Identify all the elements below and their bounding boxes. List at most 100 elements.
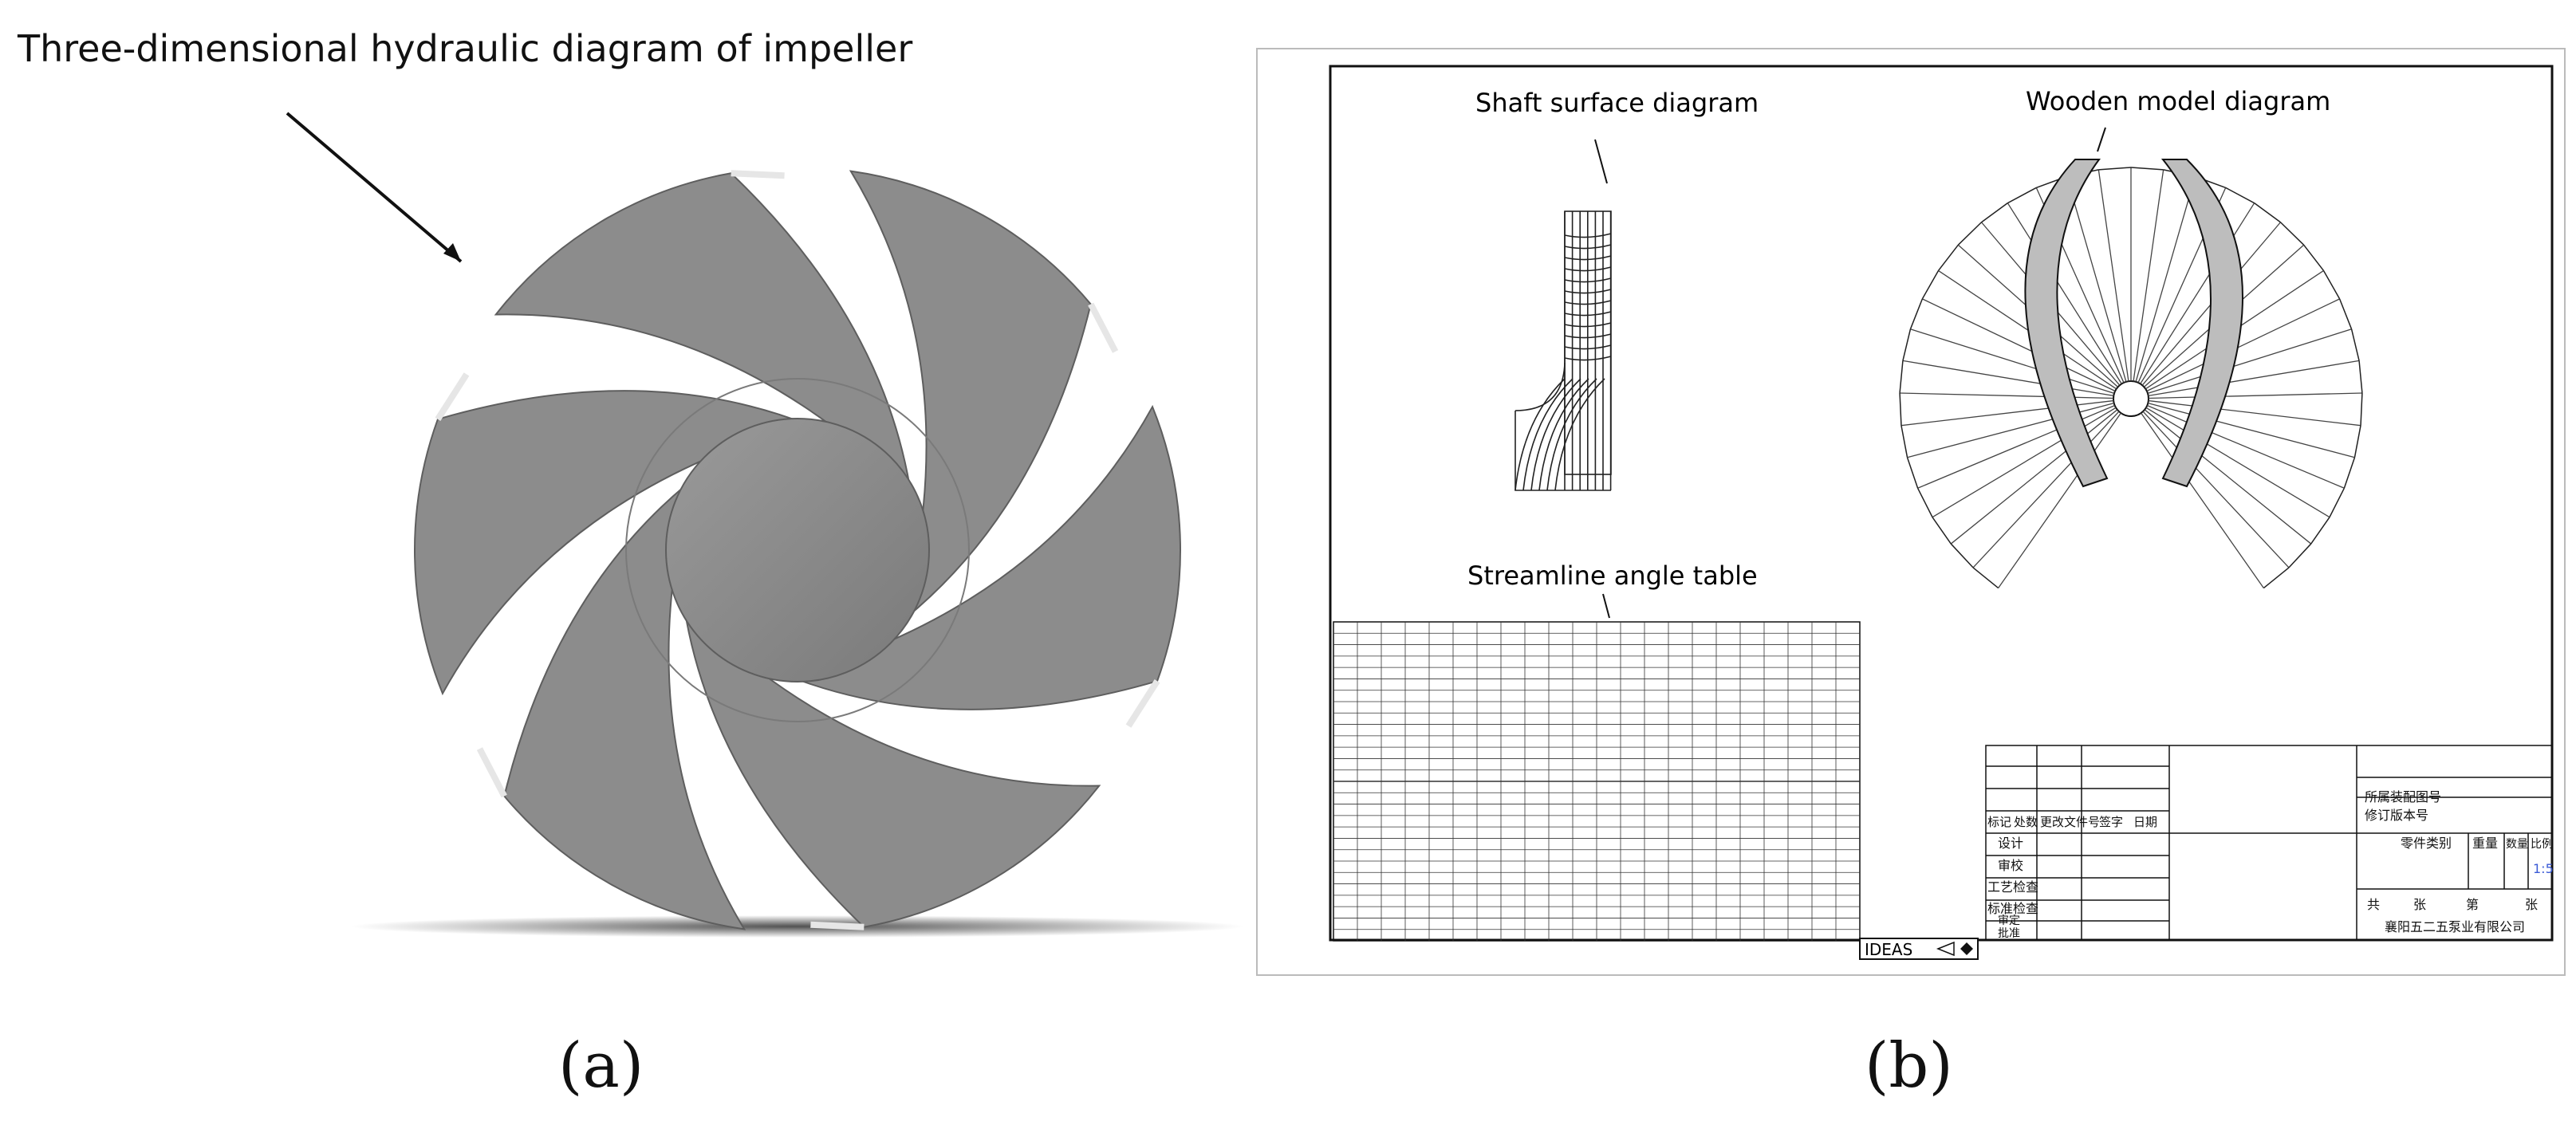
- model-radial-line: [2148, 399, 2361, 427]
- sheet-no: 第: [2466, 897, 2479, 912]
- shaft-section-line: [1564, 289, 1612, 294]
- model-radial-line: [2135, 176, 2196, 383]
- model-outline-segment: [1950, 543, 1974, 568]
- model-outline-segment: [2288, 543, 2312, 568]
- impeller-blade-edge: [731, 170, 785, 179]
- model-radial-line: [2141, 412, 2264, 588]
- model-radial-line: [2147, 328, 2352, 395]
- model-outline-segment: [1981, 203, 2008, 223]
- model-radial-line: [2145, 407, 2330, 518]
- svg-text:IDEAS: IDEAS: [1865, 940, 1912, 959]
- model-radial-line: [2148, 360, 2360, 397]
- rev-header-mark: 标记: [1987, 815, 2011, 829]
- impeller-blade: [756, 404, 1181, 710]
- wooden-model-diagram: [1899, 159, 2363, 589]
- impeller-blade: [679, 570, 1101, 928]
- model-outline-segment: [2098, 167, 2132, 171]
- model-radial-line: [1998, 412, 2121, 588]
- title-block: [1985, 745, 2553, 941]
- model-outline-segment: [2225, 187, 2255, 204]
- part-category: 零件类别: [2401, 836, 2452, 851]
- impeller-blades: [414, 170, 1181, 930]
- model-outline-segment: [1921, 270, 1940, 300]
- shaft-meridian-curve: [1554, 378, 1605, 491]
- model-outline-segment: [2310, 517, 2330, 545]
- shaft-meridian-curve: [1538, 378, 1589, 491]
- model-outline-segment: [1972, 567, 1999, 589]
- shaft-meridian-curve: [1514, 378, 1566, 491]
- wooden-title-leader: [2097, 127, 2106, 152]
- model-outline-segment: [2130, 167, 2164, 171]
- quantity-label: 数量: [2506, 838, 2528, 851]
- model-outline-segment: [2360, 392, 2363, 426]
- impeller-hub: [665, 418, 930, 682]
- impeller-shadow: [351, 915, 1244, 938]
- sheet-outer-border: [1256, 48, 2566, 976]
- model-hub-circle: [2113, 380, 2149, 417]
- model-radial-line: [2148, 402, 2355, 458]
- model-outline-segment: [1906, 457, 1919, 489]
- role-design: 设计: [1998, 836, 2023, 851]
- sheet-total: 共: [2367, 897, 2380, 912]
- weight-label: 重量: [2472, 836, 2498, 851]
- ideas-stamp: IDEAS: [1859, 938, 1979, 960]
- model-radial-line: [2148, 392, 2362, 399]
- company-name: 襄阳五二五泵业有限公司: [2385, 919, 2525, 934]
- model-radial-line: [1950, 409, 2118, 545]
- shaft-section-line: [1564, 300, 1612, 305]
- role-review: 审校: [1998, 858, 2023, 873]
- shaft-section-line: [1564, 233, 1612, 238]
- model-radial-line: [2097, 169, 2129, 382]
- impeller-blade-edge: [476, 747, 507, 798]
- model-outline-segment: [1909, 298, 1924, 330]
- role-approve: 审定: [1998, 914, 2020, 927]
- model-radial-line: [2140, 203, 2255, 384]
- model-outline-segment: [1937, 244, 1959, 271]
- model-radial-line: [2147, 404, 2345, 489]
- model-outline-segment: [2263, 567, 2290, 589]
- model-radial-line: [1922, 298, 2116, 392]
- assembly-drawing-no: 所属装配图号: [2365, 789, 2441, 804]
- role-ratify: 批准: [1998, 927, 2020, 940]
- impeller-blade-edge: [435, 372, 470, 421]
- model-outline-segment: [1899, 360, 1904, 394]
- model-radial-line: [1900, 392, 2114, 399]
- shaft-meridian-curve: [1522, 378, 1574, 491]
- shaft-section-line: [1564, 356, 1612, 361]
- model-outline-segment: [2353, 425, 2361, 458]
- impeller-blade: [849, 170, 1092, 643]
- shaft-section-line: [1564, 311, 1612, 317]
- shaft-section-line: [1564, 322, 1612, 328]
- model-outline-segment: [1932, 517, 1952, 545]
- streamline-angle-table: [1333, 621, 1861, 942]
- model-outline-segment: [2303, 244, 2325, 271]
- model-outline-segment: [2007, 187, 2037, 204]
- model-outline-segment: [2279, 222, 2305, 246]
- model-radial-line: [1972, 411, 2120, 568]
- model-radial-line: [2007, 203, 2122, 384]
- impeller-blade: [503, 458, 746, 930]
- role-process-check: 工艺检查: [1987, 879, 2038, 895]
- model-outline-segment: [1902, 328, 1912, 361]
- model-outline-segment: [2343, 457, 2356, 489]
- rev-header-change-doc: 更改文件号: [2040, 815, 2100, 829]
- model-radial-line: [1902, 360, 2114, 397]
- model-outline-segment: [2338, 298, 2353, 330]
- scale-value: 1:5: [2533, 861, 2554, 876]
- shaft-section-line: [1564, 333, 1612, 339]
- model-outline-segment: [1916, 487, 1933, 517]
- shaft-section-line: [1564, 277, 1612, 283]
- shaft-meridian-curve: [1530, 378, 1581, 491]
- shaft-section-line: [1564, 266, 1612, 272]
- model-radial-line: [2066, 176, 2127, 383]
- shaft-title-leader: [1594, 139, 1608, 184]
- annotation-arrowhead: [443, 243, 461, 262]
- impeller-blade: [414, 390, 839, 696]
- streamline-table-title: Streamline angle table: [1467, 560, 1758, 591]
- shaft-section-line: [1564, 244, 1612, 250]
- model-outline-segment: [2329, 487, 2346, 517]
- revision-no: 修订版本号: [2365, 808, 2428, 823]
- panel-a-label: (a): [558, 1030, 644, 1102]
- model-outline-segment: [2254, 203, 2281, 223]
- model-outline-segment: [2358, 360, 2363, 394]
